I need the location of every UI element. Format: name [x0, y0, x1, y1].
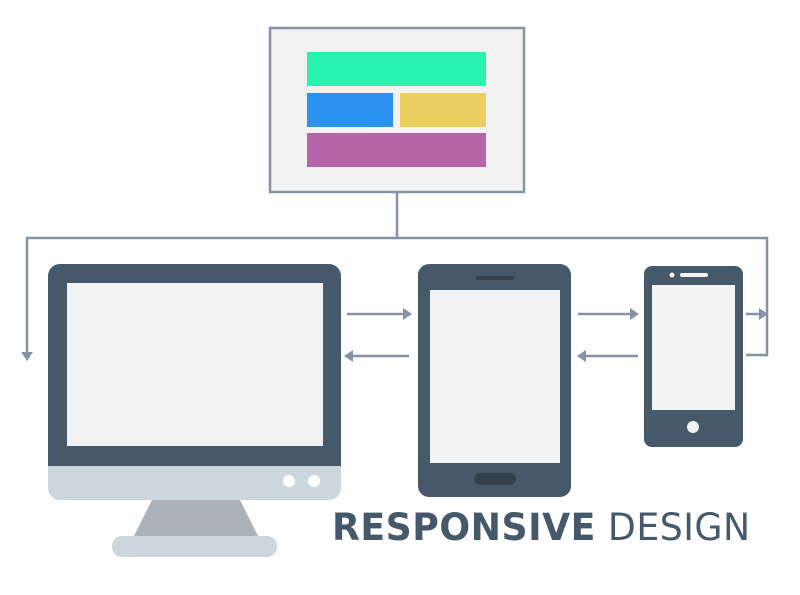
monitor-stand-neck: [132, 500, 260, 540]
arrow-head-tablet-to-phone: [630, 308, 639, 320]
layout-block-right: [400, 93, 486, 127]
arrow-head-right-stub: [759, 308, 768, 320]
arrow-head-desktop-to-tablet: [403, 308, 412, 320]
monitor-screen: [67, 283, 323, 446]
phone-home-button: [687, 421, 699, 433]
monitor-stand-foot: [112, 536, 277, 557]
smartphone-icon: [644, 266, 743, 447]
layout-wireframe-icon: [268, 26, 526, 194]
layout-block-left: [307, 93, 393, 127]
monitor-chin: [48, 466, 341, 500]
phone-speaker: [680, 273, 708, 277]
phone-screen: [652, 285, 735, 410]
layout-block-top: [307, 52, 486, 86]
phone-camera: [669, 272, 675, 278]
tablet-screen: [430, 290, 560, 463]
tablet-speaker: [476, 276, 514, 280]
layout-block-bottom: [307, 133, 486, 167]
connector-right-branch: [397, 236, 769, 357]
diagram-caption: RESPONSIVE DESIGN: [332, 506, 751, 550]
tablet-icon: [418, 264, 571, 497]
arrow-head-left-down: [21, 352, 33, 361]
arrow-head-phone-to-tablet: [577, 350, 586, 362]
desktop-monitor-icon: [48, 264, 341, 557]
monitor-button-2: [308, 475, 320, 487]
arrow-heads: [21, 308, 768, 362]
caption-design: DESIGN: [607, 506, 751, 549]
caption-responsive: RESPONSIVE: [332, 506, 596, 549]
monitor-button-1: [283, 475, 295, 487]
connector-lines: [25, 192, 769, 358]
connector-left-branch: [25, 236, 397, 355]
arrow-head-tablet-to-desktop: [344, 350, 353, 362]
tablet-home-button: [474, 473, 516, 485]
